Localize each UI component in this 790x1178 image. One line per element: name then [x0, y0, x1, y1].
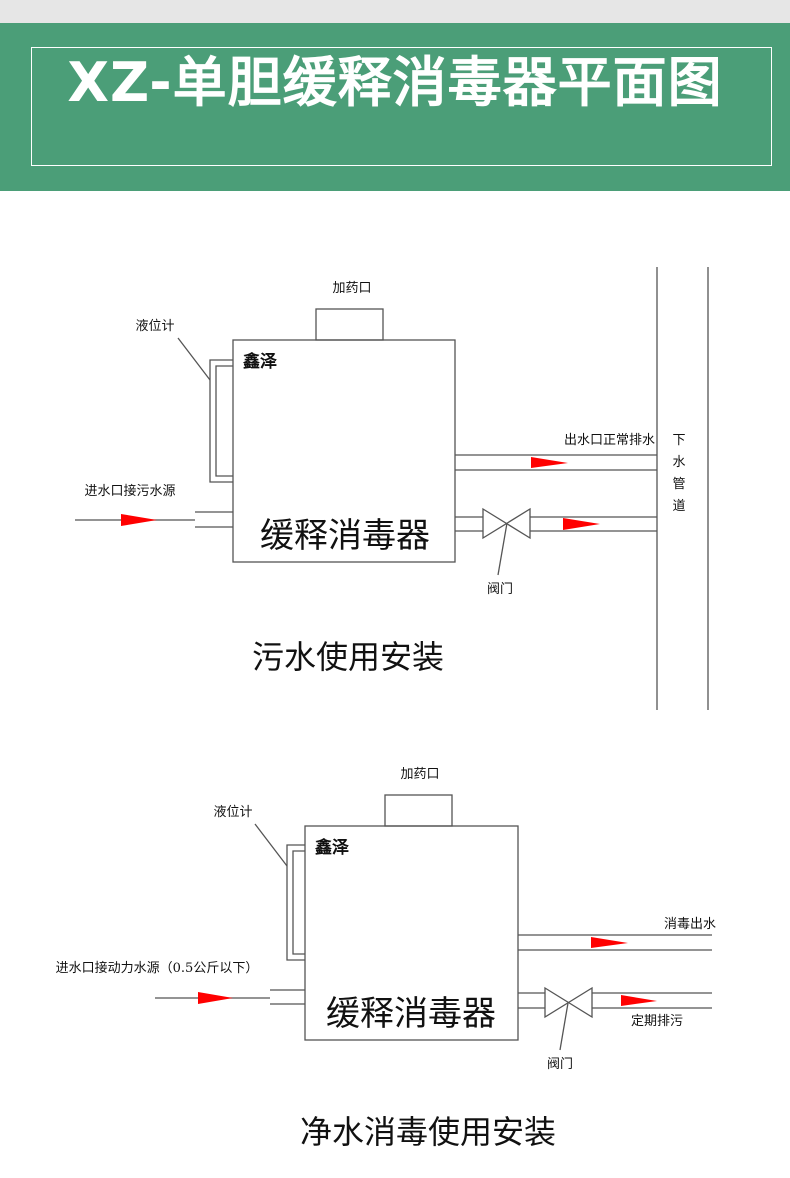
brand-label: 鑫泽 [314, 837, 349, 858]
dosing-port-cap [315, 308, 384, 341]
valve-label: 阀门 [487, 582, 513, 597]
flow-arrow [621, 995, 657, 1006]
outlet-label: 出水口正常排水 [564, 433, 655, 448]
level-gauge [209, 359, 233, 483]
level-gauge [286, 844, 305, 961]
sewage-diagram: 加药口 液位计 鑫泽 缓释消毒器 出水口正常排水 阀门 下 水 管 道 进水口接… [75, 267, 709, 710]
flow-arrow [198, 992, 233, 1004]
drain-label: 定期排污 [631, 1014, 683, 1029]
valve-icon [482, 507, 531, 540]
flow-arrow [591, 937, 628, 948]
inlet-label: 进水口接污水源 [84, 483, 175, 499]
flow-arrow [531, 457, 568, 468]
diagram-caption: 净水消毒使用安装 [300, 1113, 556, 1151]
top-strip [0, 0, 790, 23]
sewer-pipe [656, 267, 709, 710]
flow-arrow [563, 518, 600, 530]
sewer-label-char: 管 [672, 477, 685, 492]
inlet-pipe [270, 989, 305, 1005]
drain-pipe [455, 516, 657, 532]
valve-icon [544, 986, 593, 1019]
valve-leader [497, 522, 508, 576]
inlet-pipe [195, 511, 233, 528]
device-label: 缓释消毒器 [260, 516, 430, 556]
title-banner: XZ-单胆缓释消毒器平面图 [0, 23, 790, 191]
dosing-port-label: 加药口 [332, 281, 371, 296]
outlet-label: 消毒出水 [664, 917, 716, 932]
brand-label: 鑫泽 [242, 351, 277, 372]
sewer-label-char: 水 [672, 455, 685, 470]
sewer-label-char: 道 [672, 499, 685, 514]
level-gauge-label: 液位计 [213, 805, 252, 820]
dosing-port-cap [384, 794, 453, 827]
drain-pipe [518, 992, 712, 1009]
valve-label: 阀门 [547, 1057, 573, 1072]
level-gauge-leader [254, 823, 288, 867]
sewer-label-char: 下 [672, 433, 685, 448]
page-title: XZ-单胆缓释消毒器平面图 [67, 51, 723, 114]
dosing-port-label: 加药口 [400, 767, 439, 782]
level-gauge-label: 液位计 [135, 319, 174, 334]
level-gauge-leader [177, 337, 211, 381]
flow-arrow [121, 514, 157, 526]
outlet-pipe [518, 934, 712, 951]
valve-leader [559, 1002, 569, 1051]
clean-water-diagram: 加药口 液位计 鑫泽 缓释消毒器 消毒出水 定期排污 阀门 进水口接动力水源（0… [56, 767, 716, 1151]
inlet-label: 进水口接动力水源（0.5公斤以下） [56, 960, 259, 976]
banner-frame [31, 47, 772, 166]
diagram-caption: 污水使用安装 [252, 638, 444, 676]
outlet-pipe [455, 454, 657, 471]
device-label: 缓释消毒器 [326, 994, 496, 1034]
